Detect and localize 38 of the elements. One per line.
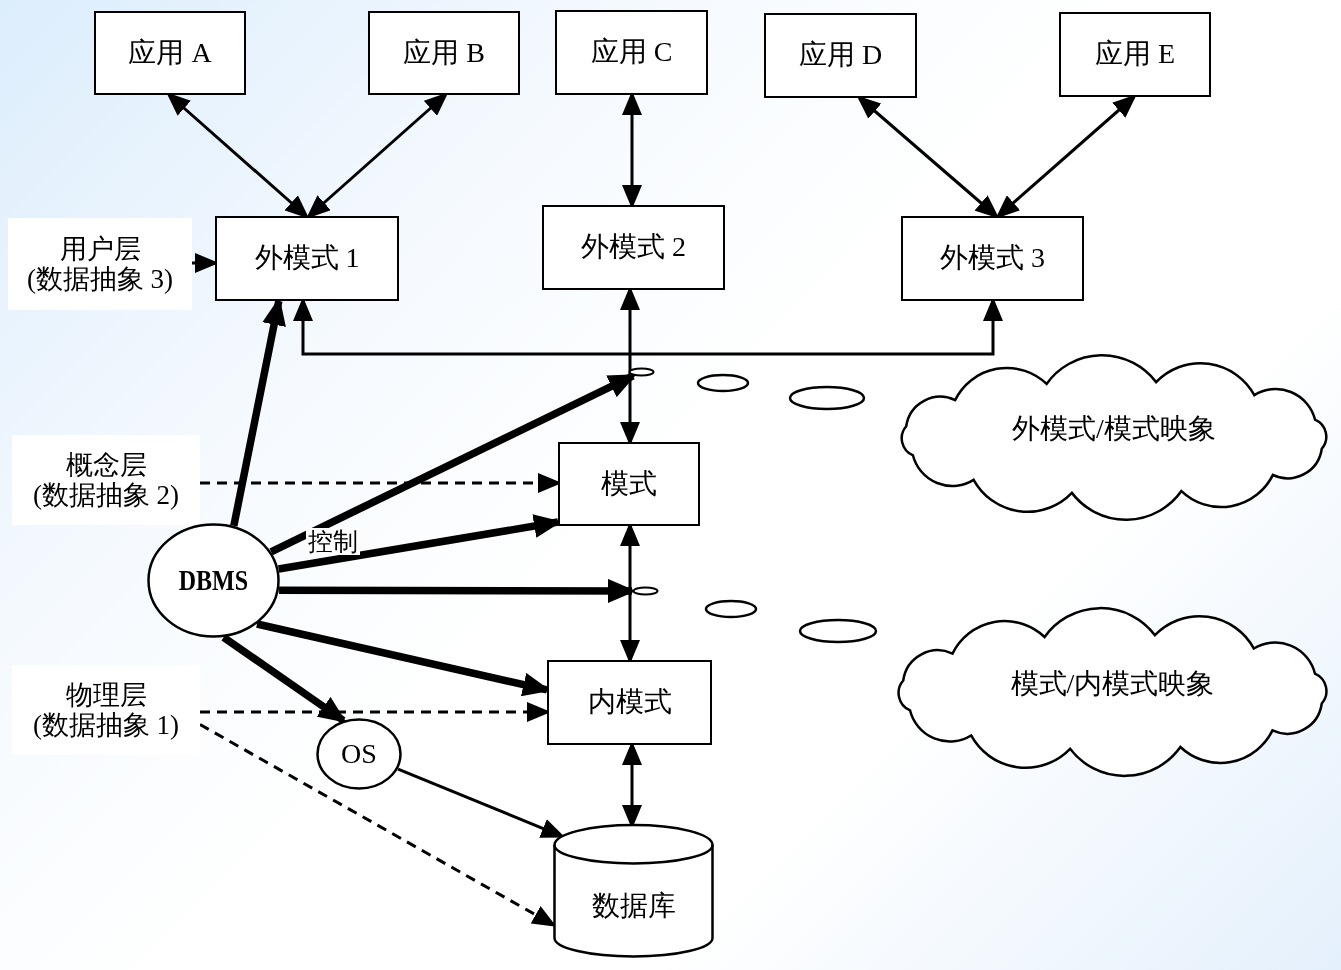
schema-box [368, 11, 520, 95]
schema-box [542, 205, 725, 290]
layer-name: 概念层 [65, 449, 147, 480]
node-label: 外模式 3 [940, 242, 1045, 275]
schema-box [764, 13, 917, 98]
node-label: 应用 A [128, 36, 212, 70]
schema-box [215, 216, 399, 301]
node-label: 模式/内模式映象 [1010, 667, 1215, 701]
layer-name: 物理层 [65, 679, 147, 710]
schema-box [1059, 12, 1211, 97]
node-label: DBMS [178, 563, 249, 598]
schema-box [94, 11, 246, 95]
layer-label-panel [12, 665, 200, 755]
node-label: 外模式 1 [254, 242, 360, 275]
node-label: 应用 E [1094, 38, 1176, 71]
node-label: 应用 C [590, 36, 673, 69]
layer-name: 用户层 [59, 233, 141, 264]
layer-label-panel [8, 218, 192, 310]
double-line-arrow [279, 578, 636, 603]
note-text: 控制 [306, 528, 360, 555]
node-label: 应用 B [403, 36, 485, 70]
node-label: 应用 D [798, 39, 883, 72]
node-label: 模式 [601, 467, 657, 501]
schema-box [901, 216, 1084, 301]
abstraction-level: (数据抽象 2) [32, 480, 180, 511]
layer-label-panel [12, 435, 200, 525]
schema-box [547, 660, 712, 745]
abstraction-level: (数据抽象 1) [32, 710, 180, 741]
schema-box [558, 442, 700, 526]
node-label: 数据库 [591, 890, 676, 923]
node-label: 内模式 [587, 686, 672, 719]
node-label: 外模式 2 [581, 231, 686, 264]
node-label: OS [341, 737, 377, 771]
node-label: 外模式/模式映象 [1012, 413, 1216, 446]
double-line-arrow [221, 634, 347, 724]
abstraction-level: (数据抽象 3) [26, 264, 174, 295]
double-line-arrow [269, 372, 637, 556]
schema-box [555, 10, 708, 95]
